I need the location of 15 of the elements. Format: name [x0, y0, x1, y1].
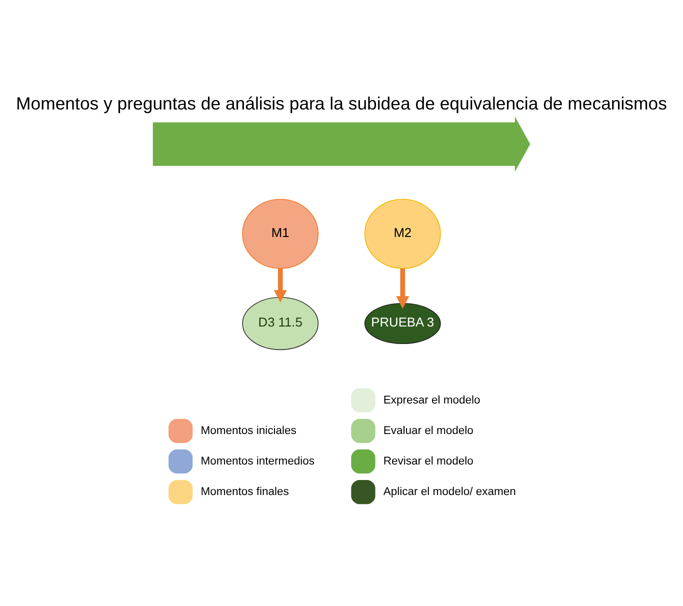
node-circle: M2 — [364, 198, 441, 269]
diagram-title: Momentos y preguntas de análisis para la subidea de equivalencia de mecanismos — [16, 94, 667, 114]
legend-label: Momentos intermedios — [200, 455, 315, 468]
node-arrow — [152, 116, 530, 172]
arrow — [274, 268, 287, 303]
legend-label: Momentos iniciales — [200, 424, 296, 437]
legend-label: Evaluar el modelo — [383, 424, 474, 437]
legend-label: Aplicar el modelo/ examen — [383, 486, 516, 498]
node-ellipse: D3 11.5 — [242, 296, 319, 350]
node-ellipse: PRUEBA 3 — [364, 303, 441, 344]
legend-label: Revisar el modelo — [383, 455, 474, 468]
legend-label: Expresar el modelo — [383, 394, 480, 406]
arrow — [396, 268, 410, 309]
node-circle: M1 — [242, 198, 319, 269]
legend-label: Momentos finales — [200, 486, 289, 498]
